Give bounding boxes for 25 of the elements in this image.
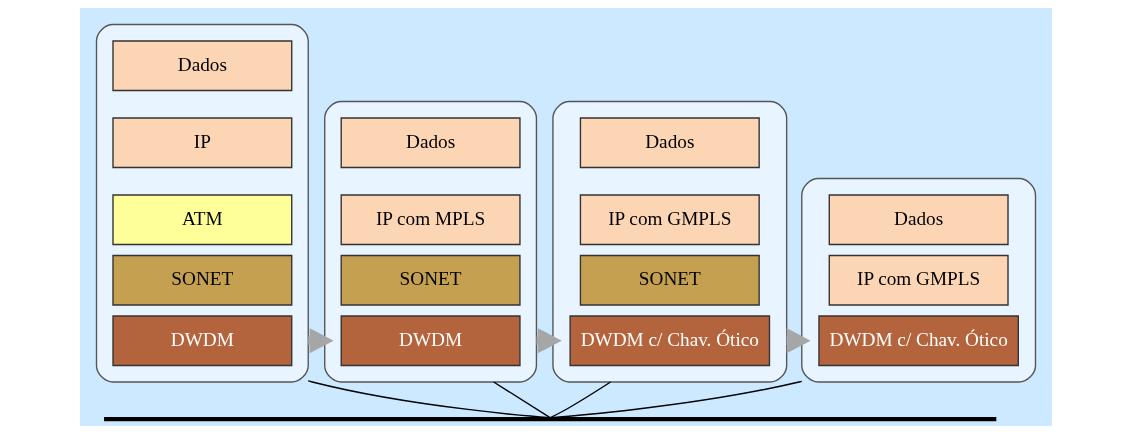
node-box: Dados	[340, 117, 521, 169]
connector	[492, 381, 551, 419]
node-box: Dados	[112, 40, 293, 92]
node-box: Dados	[828, 194, 1009, 246]
node-box: IP	[112, 117, 293, 169]
cluster	[324, 100, 538, 383]
connector	[307, 380, 551, 419]
node-box: IP com MPLS	[340, 194, 521, 246]
cluster	[801, 177, 1037, 383]
node-box: DWDM c/ Chav. Ótico	[569, 315, 771, 367]
cluster	[95, 23, 309, 383]
node-box: IP com GMPLS	[828, 254, 1009, 306]
cluster	[552, 100, 788, 383]
node-box: SONET	[340, 254, 521, 306]
connector	[549, 380, 803, 419]
node-box: IP com GMPLS	[579, 194, 760, 246]
node-box: DWDM	[112, 315, 293, 367]
node-box: SONET	[579, 254, 760, 306]
node-box: DWDM c/ Chav. Ótico	[818, 315, 1019, 367]
node-bar	[104, 417, 997, 422]
node-box: ATM	[112, 194, 293, 246]
node-box: SONET	[112, 254, 293, 306]
node-box: DWDM	[340, 315, 521, 367]
connector	[549, 381, 612, 419]
node-box: Dados	[579, 117, 760, 169]
